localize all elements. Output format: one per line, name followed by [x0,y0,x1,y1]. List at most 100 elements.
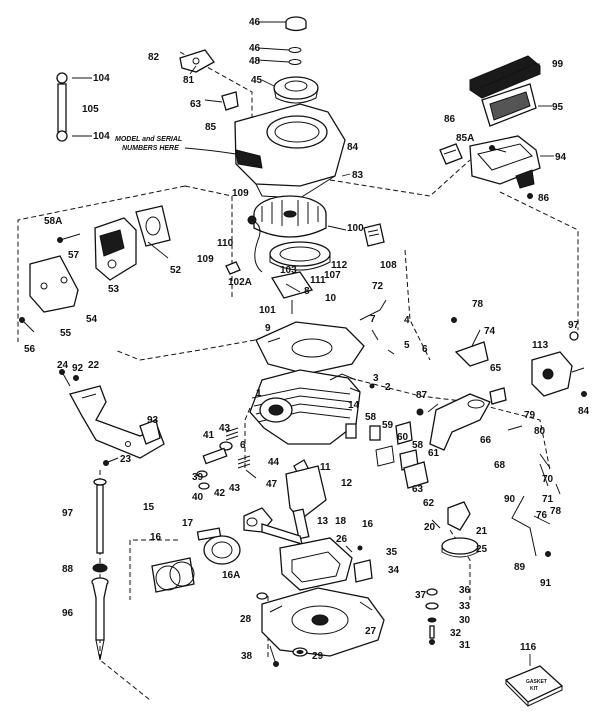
flywheel [253,195,327,238]
callout-label: 103 [280,265,297,276]
dipstick-seal [92,563,108,573]
crankcase-cover-plate [255,321,365,375]
callout-label: 84 [347,142,359,153]
callout-label: 35 [386,547,398,558]
rewind-starter-cup [273,76,319,104]
callout-label: 3 [373,373,379,384]
crankcase-gasket [279,537,353,591]
callout-label: 79 [524,410,536,421]
callout-label: 102A [228,277,252,288]
air-cleaner-cover [469,55,541,99]
callout-label: 100 [347,223,364,234]
callout-label: 11 [320,462,331,473]
model-serial-note-line1: MODEL and SERIAL [115,136,182,143]
callout-label: 27 [365,626,377,637]
ignition-stator [269,241,331,271]
valve-cover [403,461,429,489]
crankshaft [285,459,327,540]
callout-label: 91 [540,578,552,589]
callout-label: 21 [476,526,488,537]
callout-label: 65 [490,363,502,374]
choke-bracket [204,91,239,111]
callout-label: 28 [240,614,252,625]
callout-label: 66 [480,435,492,446]
callout-label: 45 [251,75,263,86]
callout-label: 10 [325,293,337,304]
breather-tube-88 [439,143,463,165]
crankcase-base [261,587,385,657]
callout-label: 58A [44,216,62,227]
callout-label: 8 [304,286,310,297]
callout-label: 26 [336,534,348,545]
callout-label: 22 [88,360,100,371]
callout-label: 9 [265,323,271,334]
callout-label: 86 [444,114,456,125]
callout-label: 96 [62,608,74,619]
callout-label: 112 [331,260,348,271]
callout-label: 61 [428,448,440,459]
callout-label: 76 [536,510,548,521]
connecting-rod [243,507,303,545]
callout-label: 2 [385,382,391,393]
callout-labels: 46 46 48 82 81 45 63 85 104 105 104 99 9… [24,17,590,662]
callout-label: 85A [456,133,474,144]
screw-58a [57,233,81,243]
callout-label: 44 [268,457,280,468]
callout-label: 16 [150,532,162,543]
carburetor-113 [531,331,585,397]
callout-label: 4 [404,315,410,326]
callout-label: 60 [397,432,409,443]
callout-label: 1 [256,388,262,399]
callout-label: 55 [60,328,72,339]
intake-elbow [429,393,491,451]
callout-label: 74 [484,326,496,337]
air-filter-element [481,83,537,127]
callout-label: 86 [538,193,550,204]
callout-label: 89 [514,562,526,573]
callout-label: 5 [404,340,410,351]
callout-label: 23 [120,454,132,465]
callout-label: 41 [203,430,215,441]
callout-label: 16 [362,519,374,530]
callout-label: 17 [182,518,194,529]
small-plate-93 [139,419,161,445]
callout-label: 16A [222,570,240,581]
oil-pump-34 [353,559,373,583]
callout-label: 59 [382,420,394,431]
callout-label: 20 [424,522,436,533]
cylinder-block [249,369,361,445]
callout-label: 104 [93,73,110,84]
callout-label: 78 [472,299,484,310]
callout-label: 46 [249,17,261,28]
callout-label: 97 [62,508,74,519]
model-serial-arrow [184,147,237,155]
oil-fill-tube [91,577,109,661]
callout-label: 71 [542,494,554,505]
callout-label: 109 [197,254,214,265]
governor-bracket-74 [454,329,489,367]
callout-label: 88 [62,564,74,575]
callout-label: 90 [504,494,516,505]
callout-label: 80 [534,426,546,437]
callout-label: 38 [241,651,253,662]
callout-label: 58 [412,440,424,451]
washer-stack-30-33 [425,588,439,645]
gasket-kit-label-line1: GASKET [526,679,547,685]
washer-small-top [288,47,302,65]
callout-label: 46 [249,43,261,54]
callout-label: 52 [170,265,182,276]
governor-link-rod [511,463,549,557]
callout-label: 104 [93,131,110,142]
carburetor-mount-bracket [29,255,79,313]
callout-label: 58 [365,412,377,423]
screw-23 [103,457,119,466]
callout-label: 14 [348,400,360,411]
ignition-small-plate [363,223,385,247]
callout-label: 93 [147,415,159,426]
air-cleaner-base [469,135,541,189]
callout-label: 84 [578,406,590,417]
fuel-line-assembly [56,72,68,142]
leader-lines [72,21,554,666]
callout-label: 34 [388,565,400,576]
